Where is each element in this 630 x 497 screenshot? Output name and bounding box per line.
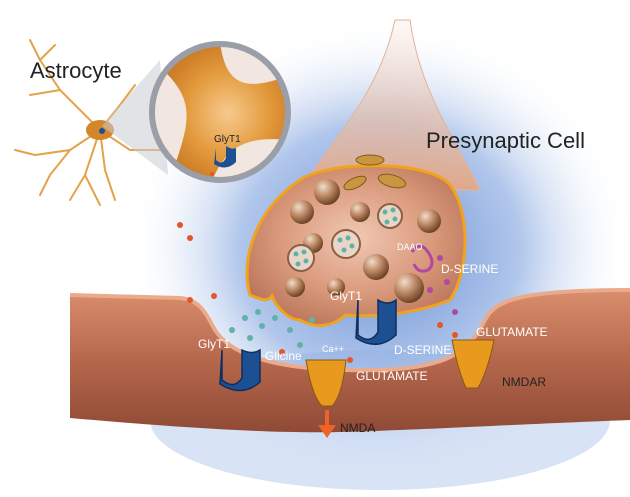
glycine-dot: [210, 172, 214, 176]
nmda-label: NMDA: [340, 421, 375, 435]
astrocyte-nucleus-dot: [99, 128, 105, 134]
ca-label: Ca++: [322, 344, 344, 354]
astrocyte-label: Astrocyte: [30, 58, 122, 83]
d-serine-upper-label: D-SERINE: [441, 262, 498, 276]
glicine-label: Glicine: [265, 349, 302, 363]
glyt1-zoom-label: GlyT1: [214, 134, 241, 145]
d-serine-lower-label: D-SERINE: [394, 343, 451, 357]
glutamate-right-label: GLUTAMATE: [476, 325, 548, 339]
glutamate-left-label: GLUTAMATE: [356, 369, 428, 383]
glyt1-synapse-label: GlyT1: [330, 289, 362, 303]
daao-label: DAAO: [397, 242, 423, 252]
presynaptic-cell-label: Presynaptic Cell: [426, 128, 585, 153]
nmdar-label: NMDAR: [502, 375, 546, 389]
glyt1-left-label: GlyT1: [198, 337, 230, 351]
